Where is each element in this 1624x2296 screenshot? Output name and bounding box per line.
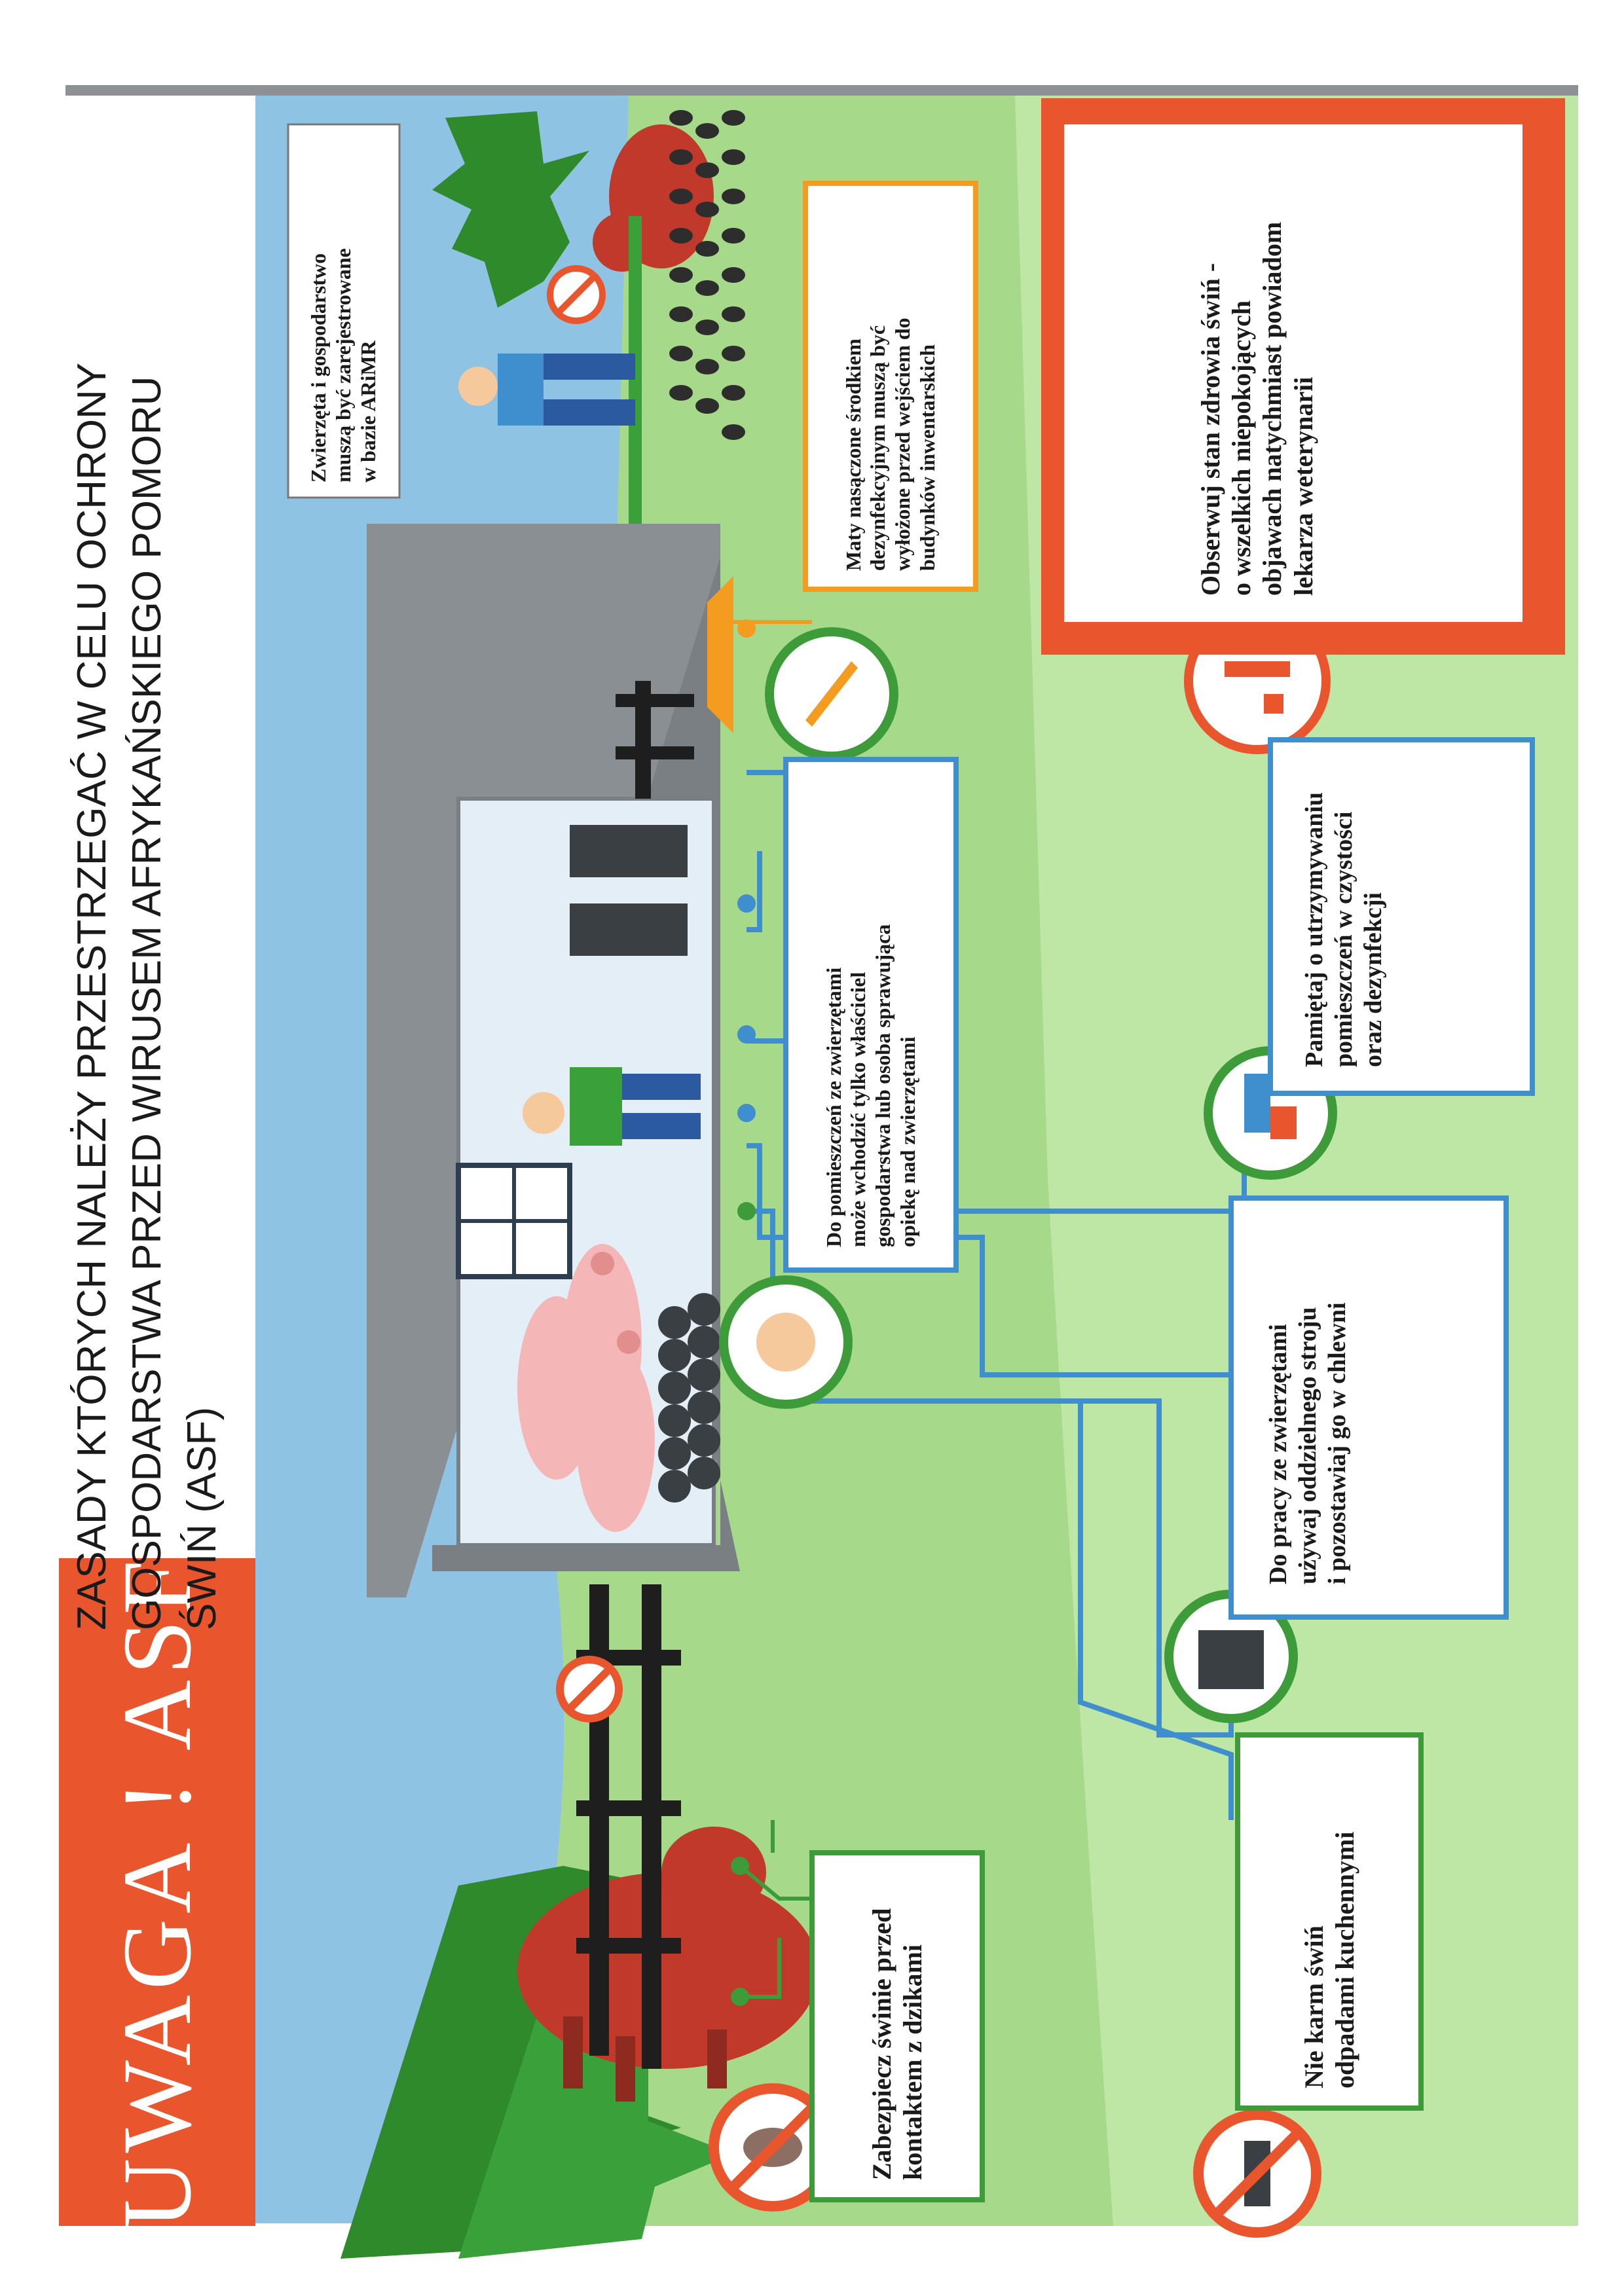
rule-line: muszą być zarejestrowane xyxy=(331,248,356,483)
hay-pile xyxy=(658,1293,720,1503)
rule-line: Do pracy ze zwierzętami xyxy=(1264,1324,1292,1584)
rule-boars: Zabezpiecz świnie przed kontaktem z dzik… xyxy=(812,1859,982,2193)
rule-line: opiekę nad zwierzętami xyxy=(895,1036,919,1247)
panel-feeding xyxy=(1235,1732,1424,2111)
rule-line: Pamiętaj o utrzymywaniu xyxy=(1301,792,1328,1067)
panel-boars xyxy=(809,1850,985,2202)
crop-rows xyxy=(669,110,745,440)
rule-line: odpadami kuchennymi xyxy=(1330,1831,1359,2088)
panel-entry xyxy=(783,757,959,1273)
banner-title: UWAGA ! ASF xyxy=(103,1555,212,2229)
rule-line: może wchodzić tylko właściciel xyxy=(846,972,870,1247)
clothing-icon xyxy=(1164,1590,1298,1723)
panel-mats xyxy=(803,181,978,592)
mat-icon xyxy=(707,576,733,733)
no-boar-icon-bar xyxy=(555,274,597,316)
rule-line: budynków inwentarskich xyxy=(915,344,939,571)
rule-line: objawach natychmiast powiadom xyxy=(1257,221,1287,596)
rule-registration: Zwierzęta i gospodarstwo muszą być zarej… xyxy=(291,128,396,494)
rule-line: oraz dezynfekcji xyxy=(1359,892,1387,1067)
rule-feeding: Nie karm świń odpadami kuchennymi xyxy=(1238,1741,1421,2102)
rule-health: Obserwuj stan zdrowia świń - o wszelkich… xyxy=(1195,144,1431,602)
no-entry-icon-bar xyxy=(565,1665,614,1713)
panel-clothing xyxy=(1228,1195,1509,1620)
mat-icon xyxy=(765,627,898,761)
panel-health xyxy=(1064,124,1522,622)
page-title-line: GOSPODARSTWA PRZED WIRUSEM AFRYKAŃSKIEGO… xyxy=(124,376,170,1630)
rule-line: Do pomieszczeń ze zwierzętami xyxy=(821,967,845,1247)
pig-icon xyxy=(517,1244,655,1532)
page-title: ZASADY KTÓRYCH NALEŻY PRZESTRZEGAĆ W CEL… xyxy=(56,26,239,1630)
rule-line: Nie karm świń xyxy=(1299,1925,1329,2088)
clothing-icon xyxy=(570,825,688,956)
farmer-icon xyxy=(523,1067,701,1146)
rule-line: wyłożone przed wejściem do xyxy=(891,318,914,571)
panel-registration xyxy=(287,123,401,499)
connector-lines-green xyxy=(739,1820,819,1999)
rule-line: gospodarstwa lub osoba sprawująca xyxy=(871,924,895,1247)
rule-line: w bazie ARiMR xyxy=(356,340,380,483)
rule-line: i pozostawiaj go w chlewni xyxy=(1323,1302,1351,1584)
rule-line: kontaktem z dzikami xyxy=(898,1944,927,2180)
no-food-icon xyxy=(1193,2109,1321,2238)
rule-line: Maty nasączone środkiem xyxy=(841,338,865,571)
banner-background xyxy=(59,1558,255,2226)
connector-dots xyxy=(731,619,756,2006)
rule-line: Zwierzęta i gospodarstwo xyxy=(306,253,331,483)
rule-mats: Maty nasączone środkiem dezynfekcyjnym m… xyxy=(812,190,969,583)
page-title-line: ZASADY KTÓRYCH NALEŻY PRZESTRZEGAĆ W CEL… xyxy=(69,362,115,1630)
rule-line: o wszelkich niepokojących xyxy=(1227,300,1257,596)
farmer-icon xyxy=(458,354,635,426)
tree-icon xyxy=(432,111,589,308)
rule-line: lekarza weterynarii xyxy=(1288,376,1318,596)
rule-line: dezynfekcyjnym muszą być xyxy=(866,325,890,571)
top-strip xyxy=(65,85,1578,96)
rule-line: Obserwuj stan zdrowia świń - xyxy=(1196,263,1225,596)
rule-line: Zabezpiecz świnie przed xyxy=(866,1908,896,2181)
page-title-line: ŚWIŃ (ASF) xyxy=(179,1407,225,1630)
rule-cleaning: Pamiętaj o utrzymywaniu pomieszczeń w cz… xyxy=(1300,746,1496,1087)
tree-icon xyxy=(341,1866,733,2259)
panel-cleaning xyxy=(1268,737,1535,1096)
farmer-icon xyxy=(719,1275,853,1409)
rule-clothing: Do pracy ze zwierzętami używaj oddzielne… xyxy=(1264,1211,1473,1604)
rule-entry: Do pomieszczeń ze zwierzętami może wchod… xyxy=(789,769,953,1260)
rule-line: pomieszczeń w czystości xyxy=(1329,811,1357,1067)
rule-line: używaj oddzielnego stroju xyxy=(1293,1307,1321,1584)
